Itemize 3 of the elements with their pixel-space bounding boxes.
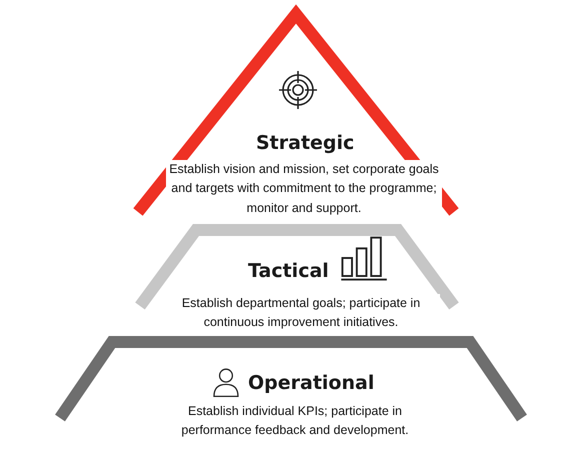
- level-heading: Tactical: [248, 260, 329, 283]
- level-heading: Strategic: [256, 132, 354, 155]
- level-heading: Operational: [248, 372, 374, 395]
